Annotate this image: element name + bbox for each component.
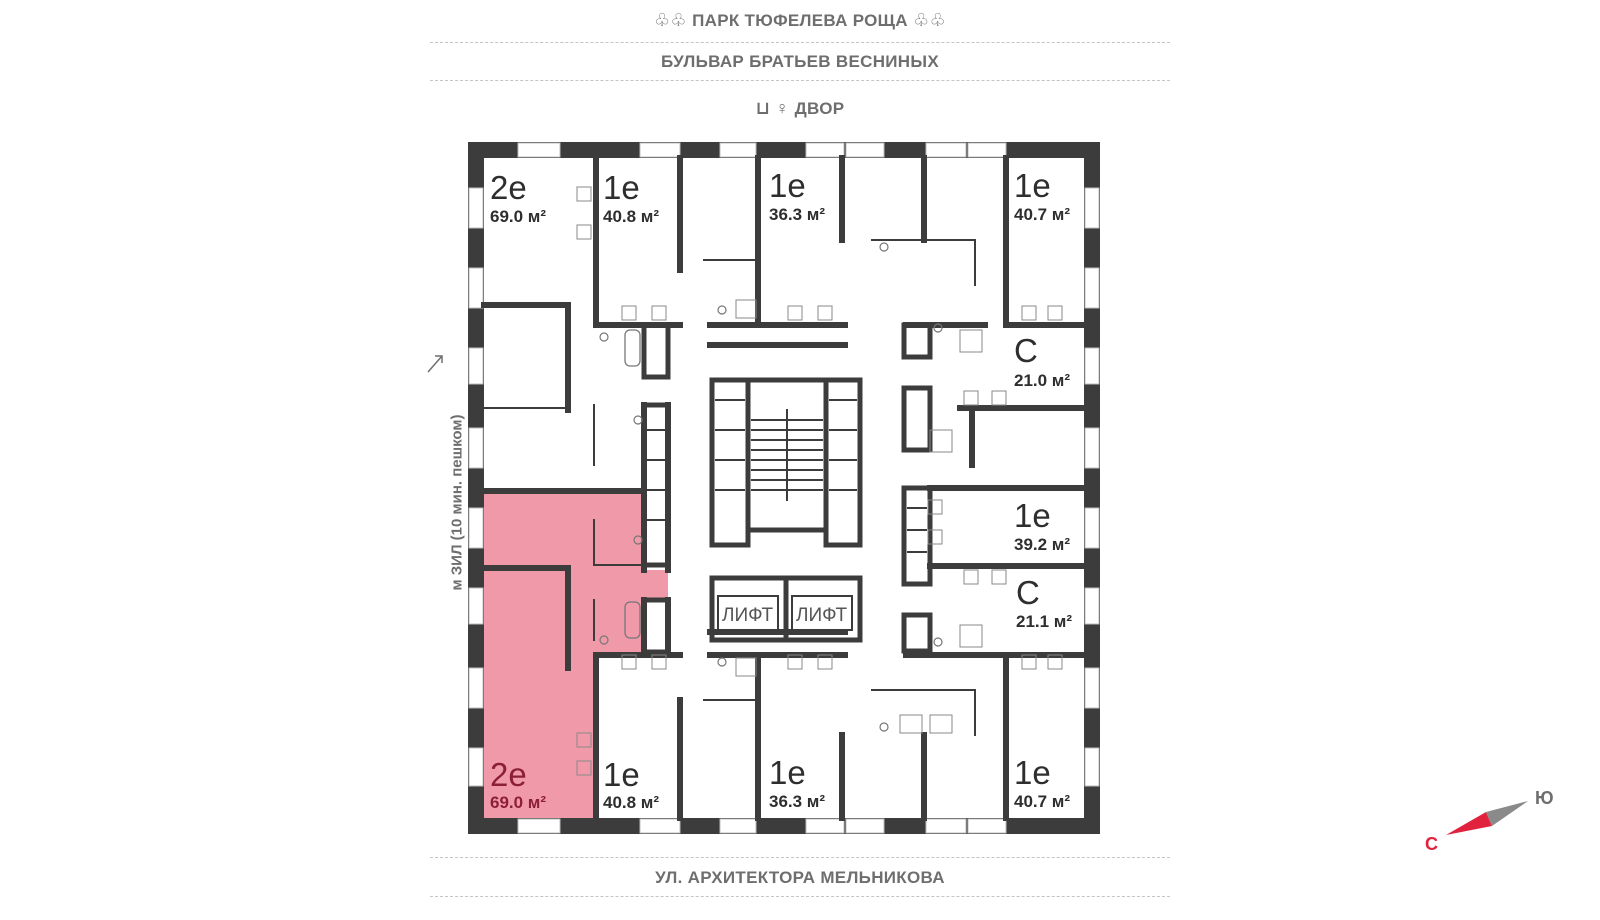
apartment-area: 69.0 м² [490, 207, 546, 226]
apartment-area: 40.8 м² [603, 793, 659, 812]
apartment-type: 1е [1014, 167, 1051, 204]
apartment-area: 40.8 м² [603, 207, 659, 226]
apartment-type: 2е [490, 756, 527, 793]
apartment-1e-bottom-3[interactable]: 1е 40.7 м² [1014, 754, 1070, 811]
divider [430, 857, 1170, 858]
boulevard-label: БУЛЬВАР БРАТЬЕВ ВЕСНИНЫХ [661, 52, 939, 71]
apartment-type: 1е [1014, 497, 1051, 534]
compass-north-label: С [1425, 834, 1438, 854]
playground-icon: ⊔ ♀ [755, 98, 795, 118]
arrow-icon [427, 355, 443, 373]
apartment-1e-bottom-2[interactable]: 1е 36.3 м² [769, 754, 825, 811]
apartment-2e-selected[interactable]: 2е 69.0 м² [490, 756, 546, 812]
compass: С Ю [1425, 788, 1554, 854]
divider [430, 42, 1170, 43]
compass-south-label: Ю [1535, 788, 1554, 808]
sink-icon [576, 224, 1037, 748]
apartment-type: С [1016, 574, 1040, 611]
apartment-1e-top-3[interactable]: 1е 40.7 м² [1014, 167, 1070, 224]
apartment-area: 40.7 м² [1014, 792, 1070, 811]
apartment-area: 40.7 м² [1014, 205, 1070, 224]
stove-icon [576, 186, 1063, 776]
building-outline [468, 142, 1100, 834]
apartment-type: 2е [490, 169, 527, 206]
apartment-studio-1[interactable]: С 21.0 м² [1014, 332, 1070, 390]
lift-label: ЛИФТ [722, 605, 774, 626]
apartment-1e-top-2[interactable]: 1е 36.3 м² [769, 167, 825, 224]
apartment-type: 1е [769, 167, 806, 204]
bathtub-icon [624, 329, 641, 639]
apartment-area: 21.1 м² [1016, 612, 1072, 631]
apartment-area: 21.0 м² [1014, 371, 1070, 390]
divider [430, 80, 1170, 81]
apartment-area: 36.3 м² [769, 205, 825, 224]
apartment-type: 1е [603, 756, 640, 793]
bottom-street-label: УЛ. АРХИТЕКТОРА МЕЛЬНИКОВА [655, 868, 945, 887]
apartment-type: 1е [1014, 754, 1051, 791]
apartment-1e-top-1[interactable]: 1е 40.8 м² [603, 169, 659, 226]
lift-1: ЛИФТ [717, 595, 779, 631]
apartment-area: 69.0 м² [490, 793, 546, 812]
selected-apartment-highlight[interactable] [484, 491, 668, 820]
divider [430, 896, 1170, 897]
toilet-icon [599, 242, 943, 732]
apartment-area: 39.2 м² [1014, 535, 1070, 554]
apartment-type: С [1014, 332, 1038, 369]
compass-north-arrow [1446, 812, 1492, 835]
interior-walls [481, 155, 1088, 821]
park-label: ♧♧ ПАРК ТЮФЕЛЕВА РОЩА ♧♧ [653, 10, 947, 30]
apartment-studio-2[interactable]: С 21.1 м² [1016, 574, 1072, 631]
apartment-type: 1е [603, 169, 640, 206]
apartment-area: 36.3 м² [769, 792, 825, 811]
lift-2: ЛИФТ [791, 595, 853, 631]
apartment-1e-bottom-1[interactable]: 1е 40.8 м² [603, 756, 659, 812]
tree-icon: ♧♧ [907, 10, 947, 30]
apartment-2e-top[interactable]: 2е 69.0 м² [490, 169, 546, 226]
yard-label: ⊔ ♀ ДВОР [755, 98, 845, 118]
apartment-type: 1е [769, 754, 806, 791]
apartment-1e-right[interactable]: 1е 39.2 м² [1014, 497, 1070, 554]
tree-icon: ♧♧ [653, 10, 693, 30]
lift-label: ЛИФТ [796, 605, 848, 626]
compass-south-arrow [1486, 801, 1528, 826]
